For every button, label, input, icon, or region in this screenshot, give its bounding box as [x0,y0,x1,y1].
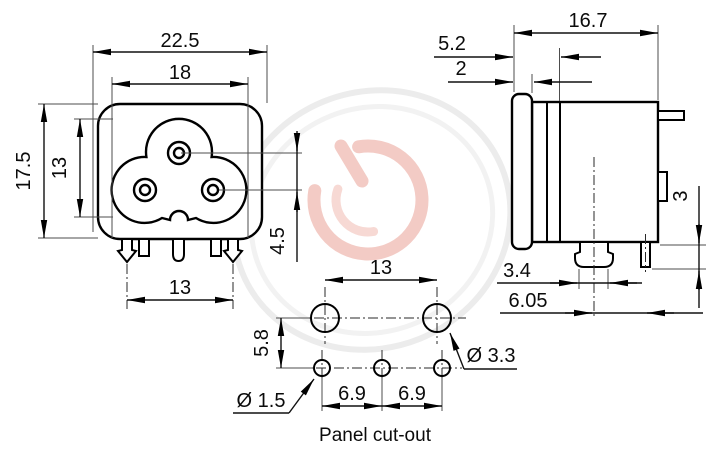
pin-left-inner [138,183,152,197]
front-dim-outer-width: 22.5 [161,30,200,52]
leader-large-hole-diameter: Ø 3.3 [449,332,517,370]
panel-dim-large-hole-dia: Ø 3.3 [467,345,516,367]
front-view: 22.5 18 17.5 13 4. [13,30,302,309]
small-hole-right [433,359,451,377]
dim-front-outer-width: 22.5 [92,30,268,232]
side-dim-pin-length: 3 [670,190,692,201]
panel-cutout: 13 5.8 6.9 6.9 Ø 3.3 Ø 1.5 [233,257,517,446]
front-dim-terminal-span: 13 [169,277,191,299]
small-hole-left [313,359,331,377]
watermark-inner-arc [331,184,379,237]
panel-dim-pitch-right: 6.9 [398,383,426,405]
large-hole-right [422,303,452,333]
side-dim-flange-thickness: 2 [455,58,466,80]
mounting-flange [510,92,534,251]
solder-tab-right-barbed [222,238,244,264]
leader-small-hole-diameter: Ø 1.5 [233,378,315,414]
dim-panel-hole-span: 13 [325,257,437,284]
panel-dim-row-spacing: 5.8 [251,329,273,357]
dim-side-pin-length: 3 [652,186,706,308]
solder-tab-center [172,238,185,263]
solder-tab-left-plain [138,238,150,257]
side-dim-total-depth: 16.7 [569,10,608,32]
panel-dim-small-hole-dia: Ø 1.5 [237,390,286,412]
front-dim-pin-offset: 4.5 [267,227,289,255]
dim-front-terminal-span: 13 [127,277,233,304]
watermark-logo [230,87,514,353]
watermark-middle-ring [248,104,496,336]
pin-right-inner [206,183,220,197]
dim-side-front-section: 5.2 [434,33,601,101]
small-hole-center [373,359,391,377]
front-dim-opening-height: 13 [49,157,71,179]
front-dim-inner-width: 18 [169,62,191,84]
dim-side-peg-to-pin: 6.05 [500,290,703,317]
dim-front-height: 17.5 [13,103,98,239]
solder-tab-left-barbed [116,238,138,264]
panel-dim-pitch-left: 6.9 [338,383,366,405]
side-view: 16.7 5.2 2 3 [434,10,706,317]
dim-front-pin-offset: 4.5 [181,131,302,262]
watermark-power-arc [307,139,429,261]
watermark-power-bar [334,139,369,188]
front-dim-height: 17.5 [13,152,35,191]
panel-dim-hole-span: 13 [370,257,392,279]
dim-side-peg-width: 3.4 [497,260,642,289]
dim-panel-row-spacing: 5.8 [251,317,312,369]
side-dim-peg-to-pin: 6.05 [509,290,548,312]
dim-front-inner-width: 18 [111,62,249,238]
watermark-outer-ring [230,87,514,353]
dim-front-opening-height: 13 [49,118,113,218]
side-dim-front-section: 5.2 [438,33,466,55]
rear-terminal-pin [657,110,685,121]
dim-side-total-depth: 16.7 [513,10,659,100]
large-hole-left [310,303,340,333]
side-dim-peg-width: 3.4 [503,260,531,282]
side-snap-tab [657,171,668,202]
solder-tab-right-plain [210,238,222,257]
side-body-outline [530,100,660,244]
dim-panel-pitch: 6.9 6.9 [321,378,443,411]
panel-cutout-label: Panel cut-out [319,425,432,446]
dim-side-flange-thickness: 2 [448,58,592,93]
